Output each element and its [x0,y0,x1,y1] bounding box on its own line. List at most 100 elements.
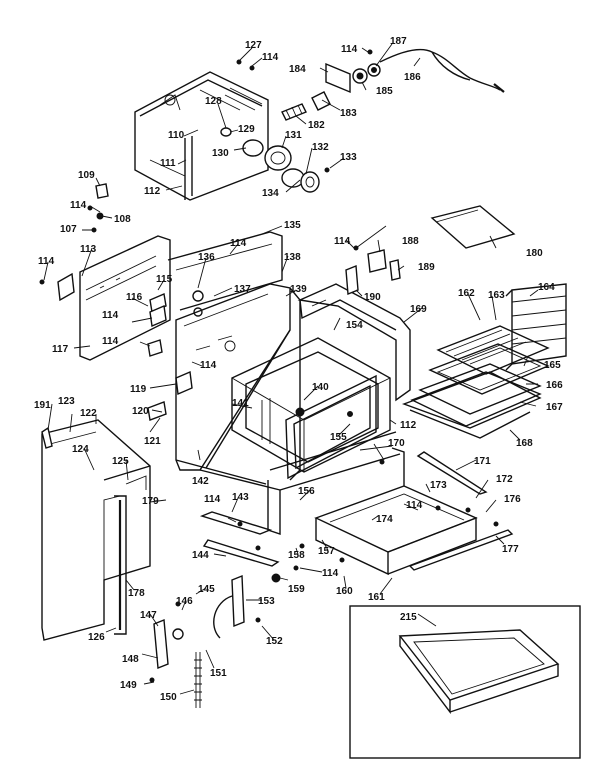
label-108: 108 [114,214,131,225]
label-153: 153 [258,596,275,607]
part-number-labels: 127 114 114 187 184 186 183 185 128 129 … [34,36,563,703]
label-215: 215 [400,612,417,623]
label-114: 114 [102,310,119,321]
label-124: 124 [72,444,89,455]
label-146: 146 [176,596,193,607]
label-154: 154 [346,320,363,331]
label-150: 150 [160,692,177,703]
label-170: 170 [388,438,405,449]
label-111: 111 [160,158,176,169]
oven-top-wrap [297,283,411,402]
label-114: 114 [204,494,221,505]
label-120: 120 [132,406,149,417]
control-panel [79,231,283,421]
thermostat-cable [379,48,505,93]
label-137: 137 [234,284,251,295]
front-rails [199,511,280,567]
label-189: 189 [418,262,435,273]
label-135: 135 [284,220,301,231]
label-115: 115 [156,274,173,285]
label-186: 186 [404,72,421,83]
label-149: 149 [120,680,137,691]
label-113: 113 [80,244,97,255]
label-178: 178 [128,588,145,599]
label-112: 112 [144,186,161,197]
label-114: 114 [200,360,217,371]
oven-body [175,283,401,535]
label-152: 152 [266,636,283,647]
label-151: 151 [210,668,227,679]
label-136: 136 [198,252,215,263]
label-182: 182 [308,120,325,131]
oven-rack [505,283,567,371]
label-165: 165 [544,360,561,371]
label-114: 114 [262,52,279,63]
label-109: 109 [78,170,95,181]
label-119: 119 [130,384,147,395]
label-155: 155 [330,432,347,443]
label-156: 156 [298,486,315,497]
label-164: 164 [538,282,555,293]
label-114: 114 [102,336,119,347]
label-114: 114 [334,236,351,247]
label-128: 128 [205,96,222,107]
label-114: 114 [322,568,339,579]
label-116: 116 [126,292,143,303]
label-114: 114 [38,256,55,267]
drawer-rails [379,451,514,571]
label-114: 114 [70,200,87,211]
label-126: 126 [88,632,105,643]
door-hinge-parts [149,543,345,708]
label-122: 122 [80,408,97,419]
label-159: 159 [288,584,305,595]
leader-lines [43,43,539,695]
label-143: 143 [232,492,249,503]
label-173: 173 [430,480,447,491]
label-169: 169 [410,304,427,315]
label-144: 144 [192,550,209,561]
broiler-pan-set [401,325,550,439]
label-127: 127 [245,40,262,51]
label-171: 171 [474,456,491,467]
label-140: 140 [312,382,329,393]
label-132: 132 [312,142,329,153]
label-187: 187 [390,36,407,47]
label-166: 166 [546,380,563,391]
label-130: 130 [212,148,229,159]
inset-broiler-pan [349,605,581,759]
label-123: 123 [58,396,75,407]
label-184: 184 [289,64,306,75]
label-131: 131 [285,130,302,141]
brackets [345,245,401,296]
label-190: 190 [364,292,381,303]
label-133: 133 [340,152,357,163]
label-158: 158 [288,550,305,561]
label-114: 114 [341,44,358,55]
label-121: 121 [144,436,161,447]
label-163: 163 [488,290,505,301]
label-160: 160 [336,586,353,597]
label-162: 162 [458,288,475,299]
label-148: 148 [122,654,139,665]
label-139: 139 [290,284,307,295]
burner-parts [220,49,381,193]
label-177: 177 [502,544,519,555]
rear-panel-assembly [134,71,269,201]
label-117: 117 [52,344,69,355]
label-185: 185 [376,86,393,97]
label-188: 188 [402,236,419,247]
label-134: 134 [262,188,279,199]
label-161: 161 [368,592,385,603]
label-141: 141 [232,398,249,409]
label-107: 107 [60,224,77,235]
label-191: 191 [34,400,51,411]
label-114: 114 [230,238,247,249]
label-114: 114 [406,500,423,511]
label-180: 180 [526,248,543,259]
label-129: 129 [238,124,255,135]
storage-drawer [314,447,478,576]
label-168: 168 [516,438,533,449]
label-157: 157 [318,546,335,557]
label-142: 142 [192,476,209,487]
